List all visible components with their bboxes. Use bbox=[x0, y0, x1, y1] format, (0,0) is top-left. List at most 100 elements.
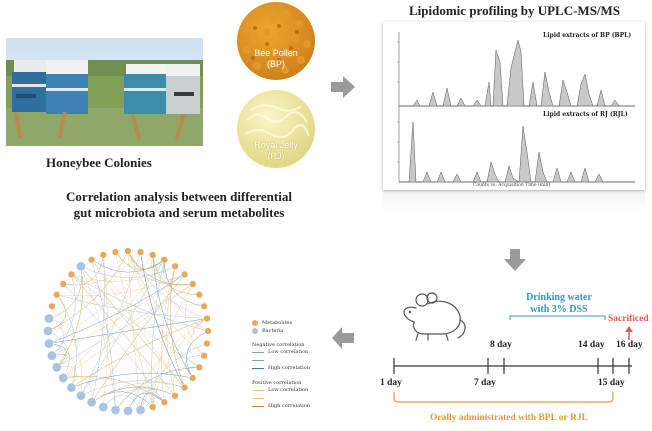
correlation-edge bbox=[63, 283, 165, 403]
correlation-edge bbox=[71, 274, 209, 332]
metabolite-node bbox=[48, 302, 56, 310]
correlation-edge bbox=[163, 259, 185, 280]
metabolite-node bbox=[189, 374, 197, 382]
correlation-edge bbox=[140, 251, 185, 388]
correlation-edge bbox=[127, 250, 205, 356]
metabolite-node bbox=[204, 327, 212, 335]
arrow-down-icon bbox=[504, 249, 526, 271]
metabolite-node bbox=[67, 270, 76, 279]
correlation-title-line2: gut microbiota and serum metabolites bbox=[73, 205, 285, 220]
correlation-edge bbox=[48, 254, 153, 344]
metabolite-node bbox=[59, 280, 67, 288]
correlation-edge bbox=[151, 254, 165, 271]
correlation-edge bbox=[115, 251, 153, 408]
metabolite-node bbox=[189, 280, 197, 288]
negative-low-swatch bbox=[252, 352, 264, 353]
correlation-edge bbox=[51, 274, 76, 356]
correlation-edge bbox=[103, 254, 108, 408]
metabolite-node bbox=[111, 248, 120, 256]
metabolite-node bbox=[171, 262, 179, 270]
metabolite-node bbox=[171, 392, 179, 400]
metabolite-node bbox=[180, 270, 189, 279]
metabolite-node bbox=[160, 256, 168, 264]
bpl-chromatogram-label: Lipid extracts of BP (BPL) bbox=[543, 32, 632, 39]
metabolite-legend-swatch bbox=[252, 320, 258, 326]
dss-bracket bbox=[509, 315, 606, 320]
negative-low-label: Low correlation bbox=[268, 349, 309, 355]
metabolite-node bbox=[195, 363, 203, 371]
correlation-edge bbox=[63, 259, 165, 379]
correlation-edge bbox=[163, 259, 193, 286]
correlation-network bbox=[43, 247, 212, 416]
bee-pollen-abbrev: (BP) bbox=[267, 59, 285, 69]
royal-jelly-abbrev: (RJ) bbox=[267, 151, 285, 161]
arrow-right-icon bbox=[331, 76, 355, 98]
bacteria-node bbox=[76, 261, 86, 272]
metabolite-node bbox=[99, 251, 107, 259]
correlation-edge bbox=[161, 266, 176, 403]
correlation-edge bbox=[91, 259, 165, 273]
honeybee-colonies-photo bbox=[6, 38, 203, 146]
day7-label: 7 day bbox=[474, 378, 496, 388]
correlation-edge bbox=[91, 259, 200, 368]
correlation-edge bbox=[91, 382, 185, 403]
correlation-edge bbox=[91, 254, 105, 403]
correlation-edge bbox=[51, 274, 185, 356]
correlation-edge bbox=[127, 250, 193, 285]
timeline-panel: Drinking water with 3% DSS Sacrificed 8 … bbox=[370, 280, 652, 430]
correlation-edge bbox=[127, 250, 208, 319]
metabolite-node bbox=[200, 352, 208, 360]
correlation-edge bbox=[56, 283, 193, 368]
correlation-edge bbox=[166, 266, 176, 396]
correlation-edge bbox=[192, 318, 208, 344]
correlation-edge bbox=[80, 251, 141, 396]
bacteria-node bbox=[135, 405, 146, 415]
correlation-edge bbox=[169, 266, 185, 388]
correlation-edge bbox=[127, 389, 176, 412]
metabolite-node bbox=[203, 339, 211, 348]
metabolite-node bbox=[149, 251, 157, 259]
correlation-edge bbox=[56, 266, 83, 368]
bacteria-node bbox=[110, 405, 121, 415]
bee-pollen-circle: Bee Pollen (BP) bbox=[237, 2, 315, 80]
correlation-edge bbox=[186, 330, 209, 379]
bacteria-node bbox=[86, 397, 97, 408]
dss-line2: with 3% DSS bbox=[530, 304, 588, 315]
correlation-edge bbox=[71, 274, 176, 396]
negative-mid-swatch bbox=[252, 360, 264, 361]
correlation-title: Correlation analysis between differentia… bbox=[34, 189, 324, 221]
correlation-edge bbox=[189, 318, 208, 368]
bacteria-node bbox=[123, 406, 133, 416]
correlation-edge bbox=[152, 254, 193, 379]
correlation-edge bbox=[127, 250, 193, 379]
correlation-edge bbox=[80, 266, 116, 411]
positive-low-label: Low correlation bbox=[268, 387, 309, 393]
correlation-edge bbox=[48, 318, 208, 344]
correlation-edge bbox=[103, 394, 141, 411]
correlation-edge bbox=[51, 306, 83, 396]
sacrificed-label: Sacrificed bbox=[608, 314, 649, 324]
rjl-chromatogram-label: Lipid extracts of RJ (RJL) bbox=[543, 111, 628, 118]
positive-mid-swatch bbox=[252, 398, 264, 399]
correlation-edge bbox=[115, 251, 165, 270]
oral-administration-label: Orally administrated with BPL or RJL bbox=[430, 413, 588, 423]
metabolite-node bbox=[149, 403, 157, 411]
bacteria-legend-label: Bacteria bbox=[262, 328, 284, 334]
correlation-edge bbox=[71, 318, 208, 388]
bacteria-legend-swatch bbox=[252, 328, 258, 334]
correlation-edge bbox=[91, 274, 185, 403]
correlation-edge bbox=[48, 266, 83, 319]
oral-bracket bbox=[393, 392, 614, 403]
correlation-edge bbox=[152, 254, 200, 295]
sacrificed-arrow-head bbox=[625, 326, 633, 332]
metabolite-node bbox=[200, 302, 208, 310]
correlation-edge bbox=[47, 294, 67, 332]
correlation-edge bbox=[152, 254, 209, 332]
correlation-title-line1: Correlation analysis between differentia… bbox=[66, 189, 292, 204]
bacteria-node bbox=[98, 402, 109, 412]
dss-line1: Drinking water bbox=[526, 292, 592, 303]
bee-pollen-label: Bee Pollen bbox=[254, 48, 298, 58]
day16-label: 16 day bbox=[616, 340, 643, 350]
correlation-edge bbox=[63, 376, 165, 403]
metabolite-legend-label: Metabolites bbox=[262, 320, 293, 326]
